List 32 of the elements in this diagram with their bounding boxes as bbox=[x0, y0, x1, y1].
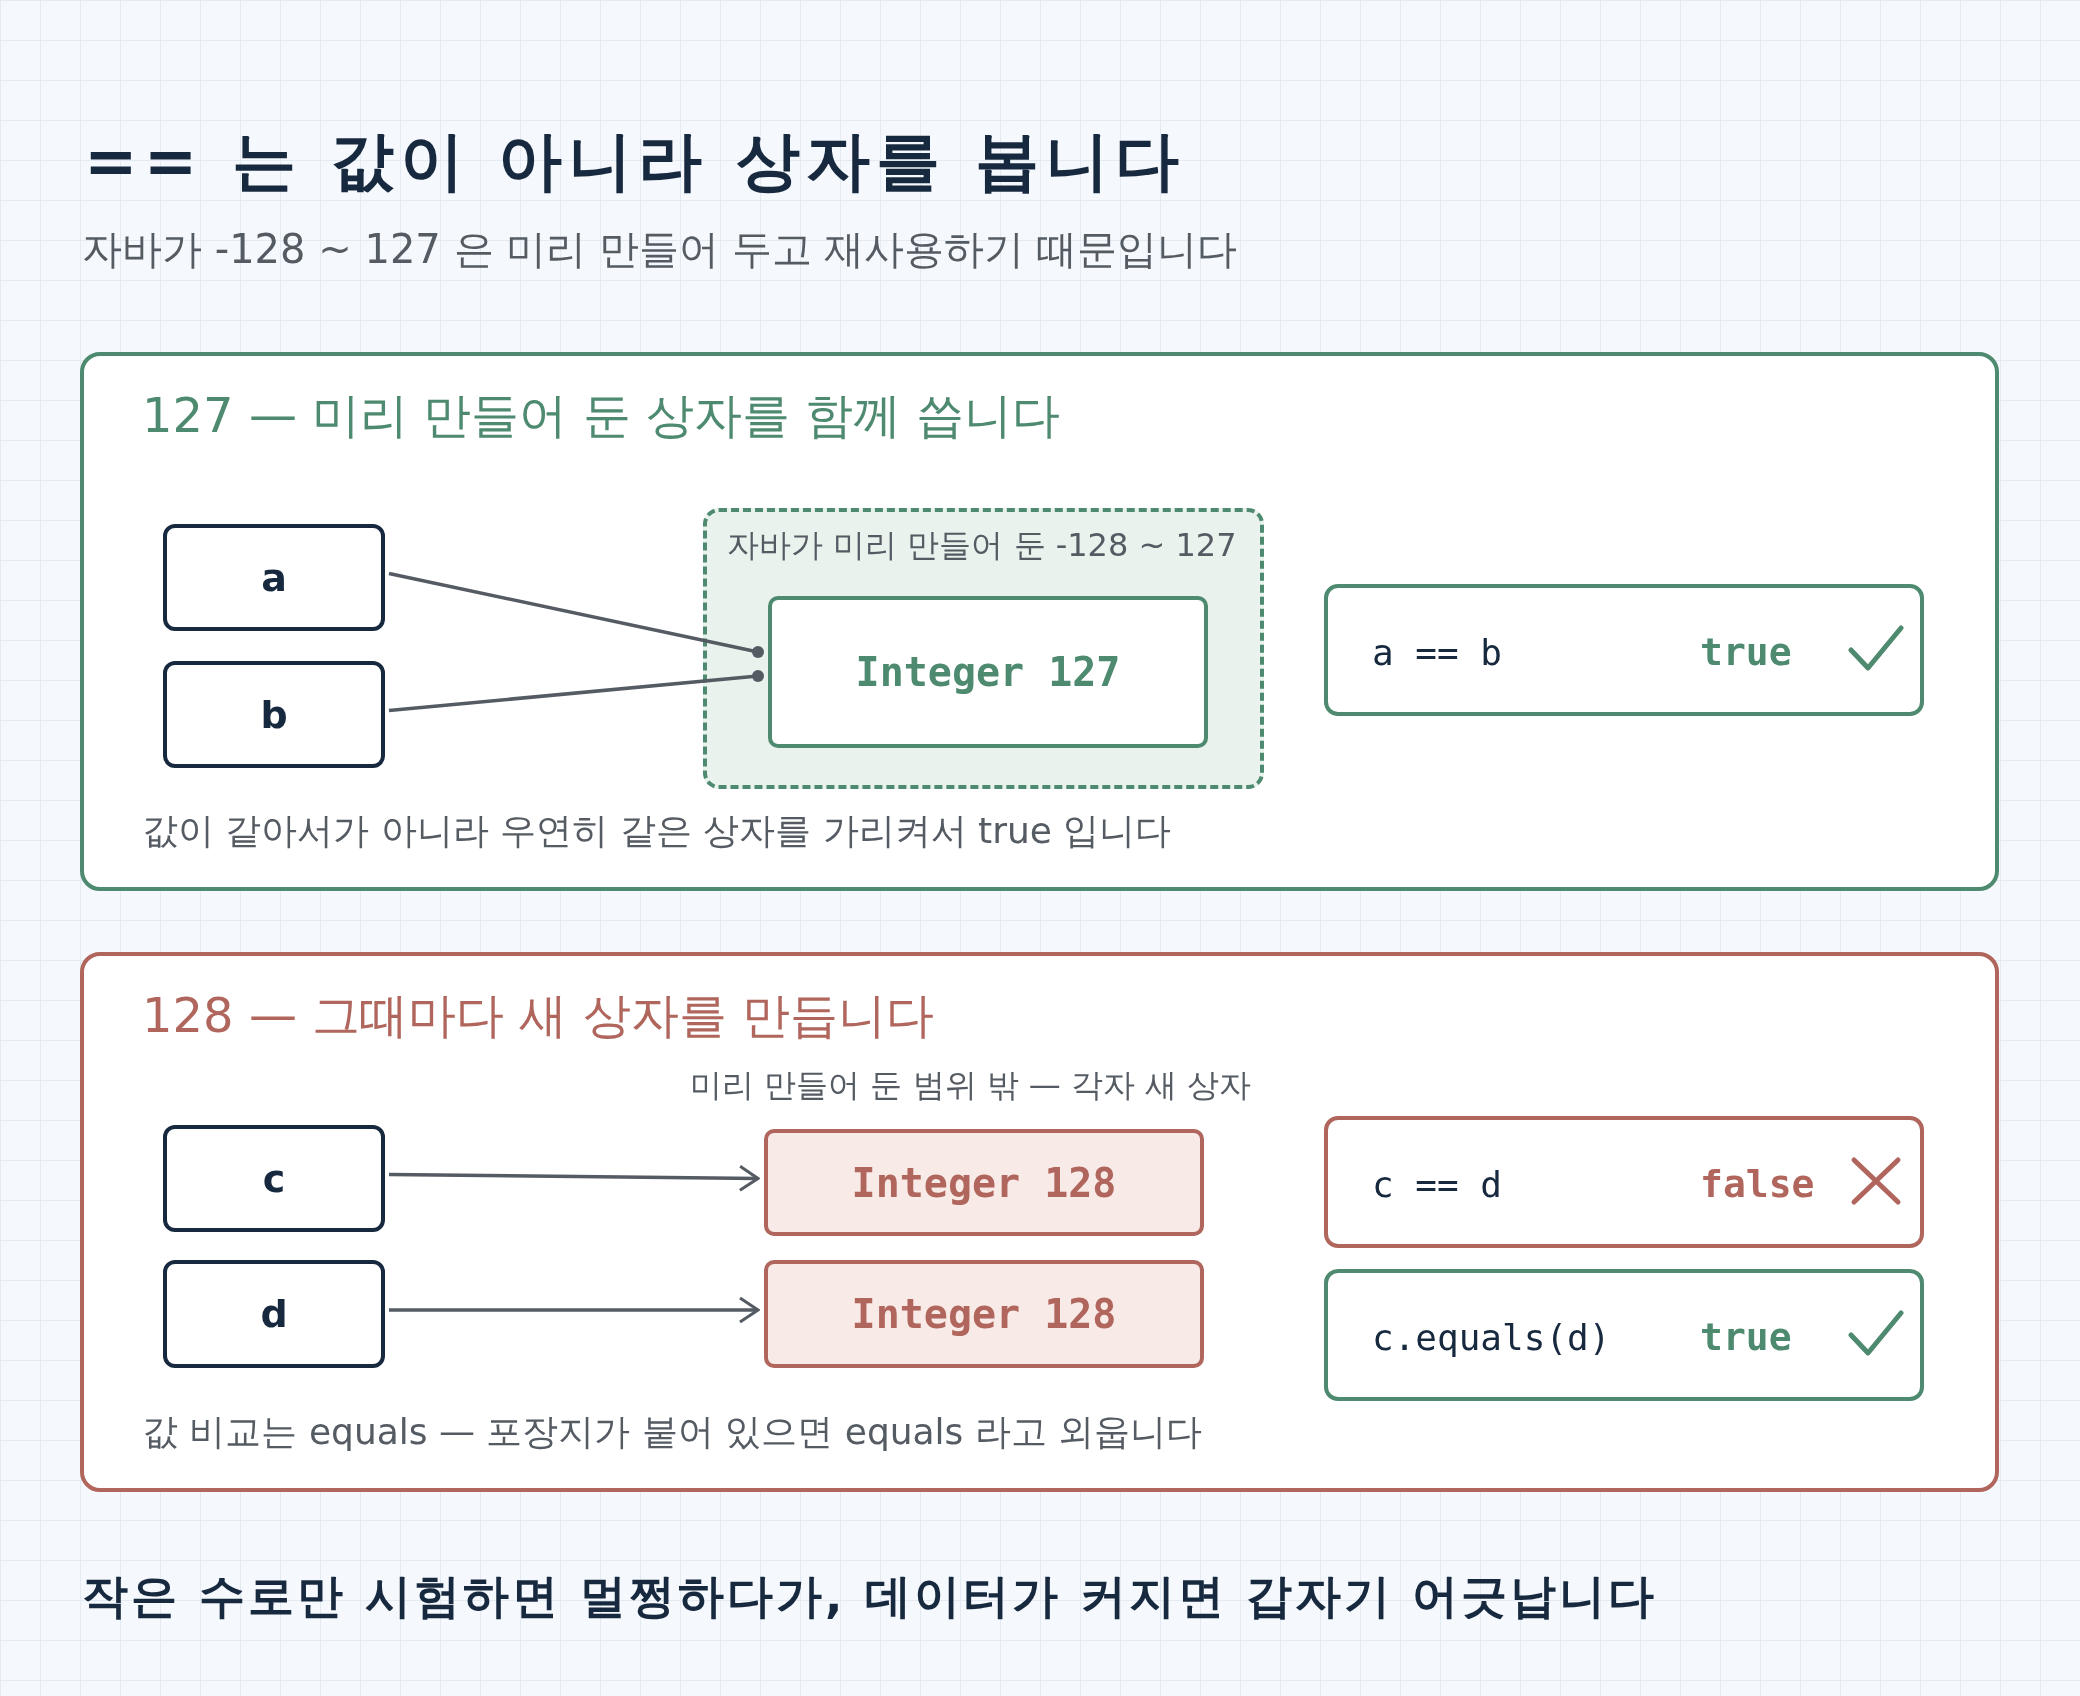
code-text: a == b bbox=[1372, 632, 1503, 673]
panel-heading: 128 — 그때마다 새 상자를 만듭니다 bbox=[142, 986, 934, 1045]
result-box bbox=[1324, 1116, 1924, 1248]
panel bbox=[80, 952, 1999, 1492]
result-text: true bbox=[1700, 630, 1792, 674]
code-text: c.equals(d) bbox=[1372, 1317, 1611, 1358]
arrow bbox=[389, 1296, 760, 1324]
region-box bbox=[703, 508, 1264, 789]
result-box bbox=[1324, 584, 1924, 716]
result-text: true bbox=[1700, 1315, 1792, 1359]
variable-box: a bbox=[163, 524, 385, 631]
code-text: c == d bbox=[1372, 1164, 1503, 1205]
value-box: Integer 127 bbox=[768, 596, 1208, 748]
connector-line bbox=[388, 670, 764, 713]
result-text: false bbox=[1700, 1162, 1815, 1206]
panel bbox=[80, 352, 1999, 891]
note-text: 자바가 -128 ~ 127 은 미리 만들어 두고 재사용하기 때문입니다 bbox=[82, 225, 1238, 274]
note-text: 값 비교는 equals — 포장지가 붙어 있으면 equals 라고 외웁니다 bbox=[142, 1410, 1203, 1454]
caption: 작은 수로만 시험하면 멀쩡하다가, 데이터가 커지면 갑자기 어긋납니다 bbox=[82, 1568, 1657, 1625]
note-text: 미리 만들어 둔 범위 밖 — 각자 새 상자 bbox=[690, 1065, 1252, 1106]
result-box bbox=[1324, 1269, 1924, 1401]
arrow bbox=[389, 1164, 760, 1192]
panel-heading: 127 — 미리 만들어 둔 상자를 함께 씁니다 bbox=[142, 386, 1061, 445]
variable-box: c bbox=[163, 1125, 385, 1232]
value-box: Integer 128 bbox=[764, 1260, 1204, 1368]
connector-line bbox=[388, 571, 764, 658]
variable-box: b bbox=[163, 661, 385, 768]
region-label: 자바가 미리 만들어 둔 -128 ~ 127 bbox=[727, 525, 1237, 566]
variable-box: d bbox=[163, 1260, 385, 1368]
title: == 는 값이 아니라 상자를 봅니다 bbox=[84, 123, 1185, 200]
value-box: Integer 128 bbox=[764, 1129, 1204, 1236]
note-text: 값이 같아서가 아니라 우연히 같은 상자를 가리켜서 true 입니다 bbox=[142, 809, 1172, 853]
